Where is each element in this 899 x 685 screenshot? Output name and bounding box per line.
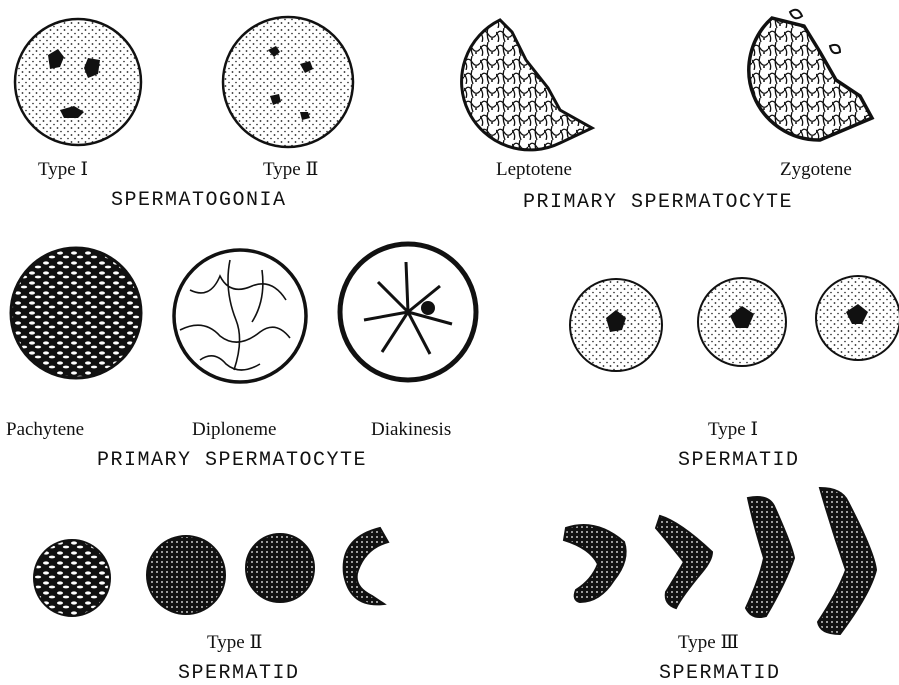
- spermatogonia-type1-label: Type Ⅰ: [38, 160, 88, 179]
- diakinesis-label: Diakinesis: [371, 420, 451, 439]
- spermatid-type1-group-label: SPERMATID: [678, 451, 800, 471]
- spermatogonia-type2-label: Type Ⅱ: [263, 160, 318, 179]
- leptotene-label: Leptotene: [496, 160, 572, 179]
- spermatid-type3-cell-1: [564, 525, 626, 602]
- leptotene-cell: [462, 20, 592, 150]
- spermatid-type3-group-label: SPERMATID: [659, 664, 781, 684]
- spermatid-type2-cell-4: [344, 528, 388, 604]
- spermatid-type2-cell-1: [34, 540, 110, 616]
- spermatid-type2-cell-3: [246, 534, 314, 602]
- spermatogonia-type2-cell: [223, 17, 353, 147]
- primary-spermatocyte-group-label-top: PRIMARY SPERMATOCYTE: [523, 193, 793, 213]
- spermatid-type2-label: Type Ⅱ: [207, 633, 262, 652]
- spermatid-type3-cell-3: [746, 497, 794, 617]
- spermatid-type3-cell-2: [656, 516, 712, 608]
- spermatogonia-group-label: SPERMATOGONIA: [111, 191, 287, 211]
- spermatid-type1-cell-1: [570, 279, 662, 371]
- zygotene-label: Zygotene: [780, 160, 852, 179]
- primary-spermatocyte-group-label-mid: PRIMARY SPERMATOCYTE: [97, 451, 367, 471]
- zygotene-cell: [749, 10, 872, 140]
- spermatid-type2-group-label: SPERMATID: [178, 664, 300, 684]
- spermatid-type3-cell-4: [818, 488, 876, 634]
- spermatid-type1-cell-3: [816, 276, 899, 360]
- diplonema-label: Diploneme: [192, 420, 276, 439]
- spermatid-type2-cell-2: [147, 536, 225, 614]
- pachytene-cell: [11, 248, 141, 378]
- spermatid-type3-label: Type Ⅲ: [678, 633, 739, 652]
- spermatogonia-type1-cell: [15, 19, 141, 145]
- pachytene-label: Pachytene: [6, 420, 84, 439]
- spermatid-type1-cell-2: [698, 278, 786, 366]
- spermatid-type1-label: Type Ⅰ: [708, 420, 758, 439]
- diakinesis-cell: [340, 244, 476, 380]
- diplonema-cell: [174, 250, 306, 382]
